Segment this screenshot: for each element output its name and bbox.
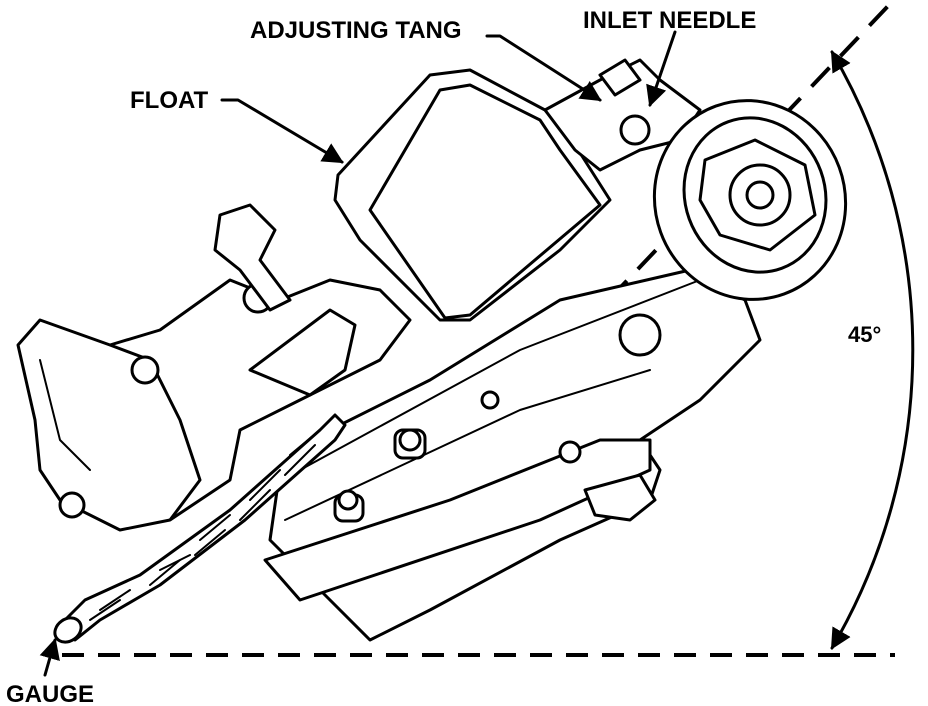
float-leader <box>220 98 344 164</box>
gauge-label: GAUGE <box>6 681 94 706</box>
gauge-leader <box>39 637 60 677</box>
inlet-needle-leader <box>646 30 677 107</box>
float-label: FLOAT <box>130 87 209 114</box>
carburetor-body <box>16 203 762 642</box>
angle-arc <box>830 50 915 650</box>
adjusting-tang-label: ADJUSTING TANG <box>250 17 462 44</box>
float <box>333 68 612 322</box>
fuel-inlet-nut <box>652 99 848 301</box>
drill-bit-gauge <box>53 413 347 644</box>
angle-label: 45° <box>848 322 881 347</box>
inlet-needle-label: INLET NEEDLE <box>583 7 756 34</box>
adjusting-tang-leader <box>485 34 602 102</box>
